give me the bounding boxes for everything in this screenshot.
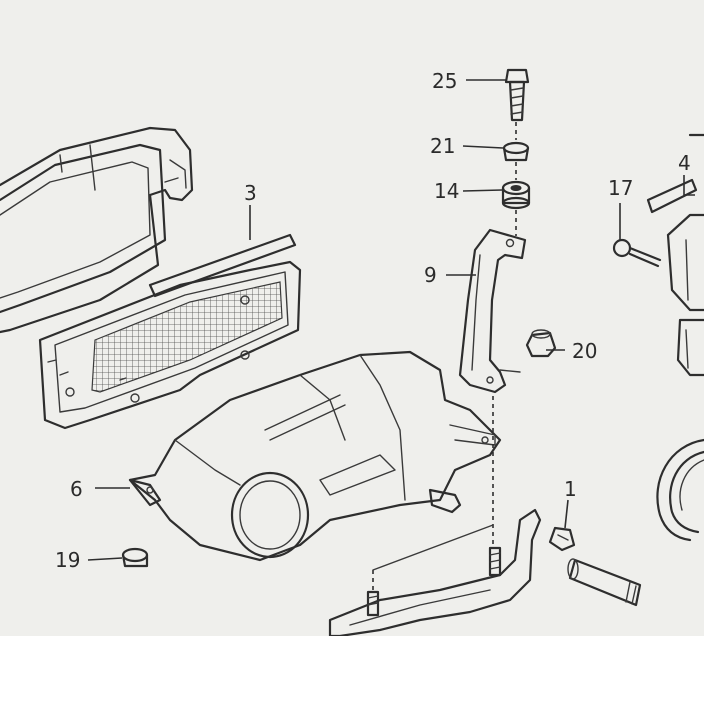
callout-17: 17 [608,176,633,200]
mounting-bracket [458,228,527,394]
nut-20 [525,329,557,358]
callout-19: 19 [55,548,80,572]
intake-duct [128,350,502,562]
lower-bracket [328,508,542,638]
page-margin [0,636,704,704]
callout-25: 25 [432,69,457,93]
assembly-line-lower [372,396,494,592]
collar-21 [502,141,530,162]
air-cleaner-case [0,126,194,334]
paper-background [0,0,704,636]
grommet-19 [121,547,149,568]
clip-1 [548,526,576,552]
screw-17 [612,238,662,268]
right-housing [666,133,704,377]
hose-piece [567,558,642,607]
callout-6: 6 [70,477,83,501]
reference-line [372,524,494,571]
callout-14: 14 [434,179,459,203]
callout-4: 4 [678,151,691,175]
bolt-25 [504,68,530,122]
right-intake-ring [656,438,704,542]
callout-3: 3 [244,181,257,205]
seal-strip-4 [646,178,698,214]
leader-lines [87,79,695,561]
callout-20: 20 [572,339,597,363]
callout-9: 9 [424,263,437,287]
callout-1: 1 [564,477,577,501]
grommet-14 [501,180,531,210]
air-filter-element [38,233,302,430]
callout-21: 21 [430,134,455,158]
